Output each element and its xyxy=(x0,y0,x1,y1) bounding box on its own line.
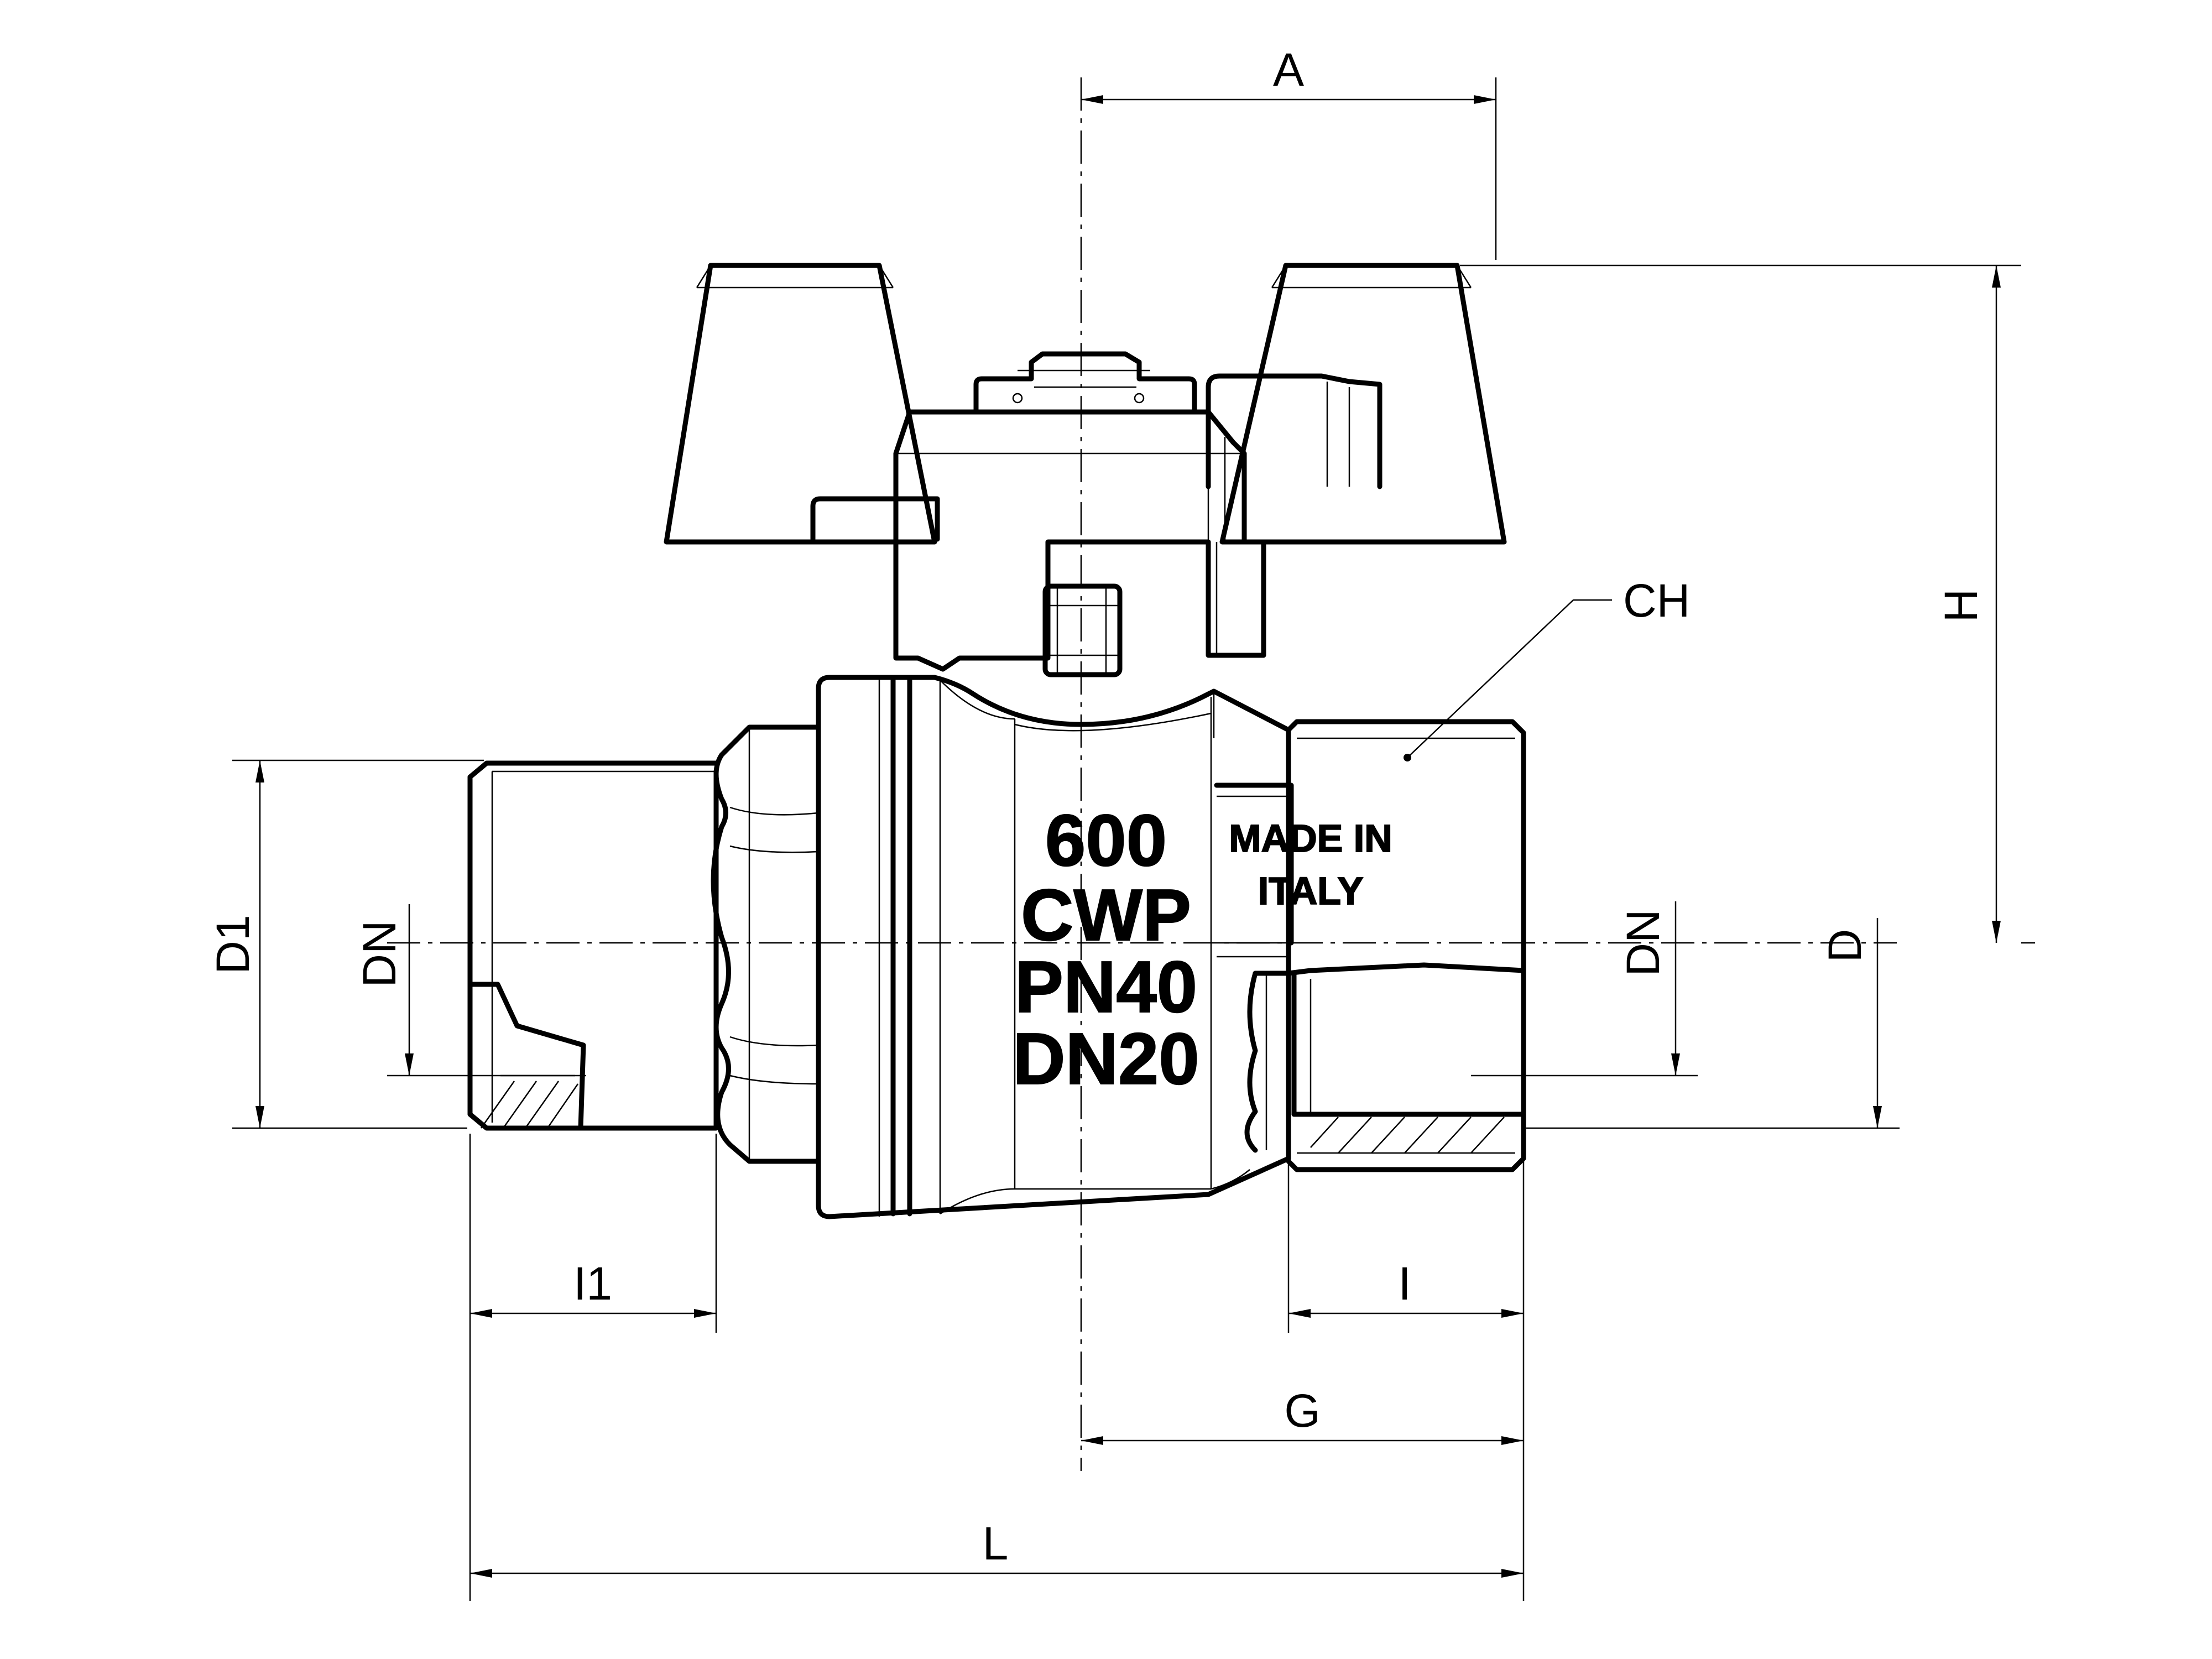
dim-label-DN-left: DN xyxy=(353,920,405,987)
extension-lines xyxy=(232,77,2035,1601)
dim-label-CH: CH xyxy=(1623,575,1690,627)
dim-label-H: H xyxy=(1935,589,1987,623)
left-hex-nut xyxy=(711,724,821,1164)
female-thread-end xyxy=(1214,719,1526,1172)
dimension-G: G xyxy=(1081,1385,1524,1445)
butterfly-handle xyxy=(664,263,1507,545)
male-thread-outline xyxy=(467,760,719,1131)
female-thread-hatch xyxy=(1310,1117,1505,1154)
dimension-L: L xyxy=(470,1517,1524,1578)
dimension-I: I xyxy=(1288,1258,1524,1318)
handle-right-wing xyxy=(1219,263,1507,545)
dim-label-DN-right: DN xyxy=(1617,909,1669,976)
female-nut-top xyxy=(1253,962,1526,976)
dim-label-D: D xyxy=(1819,929,1871,963)
marking-cwp: CWP xyxy=(1021,874,1191,956)
handle-body xyxy=(893,409,1266,677)
female-nut-left-edge xyxy=(1244,971,1258,1153)
dim-label-L: L xyxy=(983,1517,1009,1569)
marking-country: ITALY xyxy=(1258,869,1364,912)
male-thread-end xyxy=(467,760,719,1131)
stop-pin xyxy=(1042,583,1123,677)
center-lines xyxy=(387,77,1897,1471)
valve-body xyxy=(816,675,1291,1219)
dim-label-I1: I1 xyxy=(573,1258,612,1310)
handle-body-outline xyxy=(893,409,1266,672)
male-thread-hatch xyxy=(480,1081,579,1129)
dimension-D: D xyxy=(1819,918,1882,1128)
dimension-H: H xyxy=(1935,265,2001,943)
handle-cap-right xyxy=(1206,373,1383,489)
handle-stop-tab xyxy=(810,496,940,542)
dimension-A: A xyxy=(1081,44,1496,104)
stem-nut-outline xyxy=(973,351,1197,415)
marking-made-in: MADE IN xyxy=(1229,817,1392,860)
marking-pressure: 600 xyxy=(1045,800,1167,881)
neck-upper xyxy=(1214,782,1294,946)
dimension-I1: I1 xyxy=(470,1258,716,1318)
dim-label-A: A xyxy=(1273,44,1304,96)
valve-body-outline xyxy=(816,675,1291,1219)
dim-label-I: I xyxy=(1398,1258,1411,1310)
dimension-D1: D1 xyxy=(207,760,264,1128)
dimension-CH: CH xyxy=(1404,575,1690,761)
marking-dn: DN20 xyxy=(1013,1018,1199,1099)
male-thread-section xyxy=(467,982,586,1131)
marking-pn: PN40 xyxy=(1015,946,1197,1027)
dimension-DN-left: DN xyxy=(353,904,414,1076)
left-hex-outline xyxy=(711,724,821,1164)
dim-label-G: G xyxy=(1284,1385,1320,1437)
origin-marking: MADE IN ITALY xyxy=(1228,816,1393,913)
female-hex-outline xyxy=(1286,719,1526,1172)
body-marking: 600 CWP PN40 DN20 xyxy=(1012,799,1199,1100)
dimension-DN-right: DN xyxy=(1617,901,1680,1076)
dim-label-D1: D1 xyxy=(207,915,259,974)
stem-nut xyxy=(973,351,1197,415)
